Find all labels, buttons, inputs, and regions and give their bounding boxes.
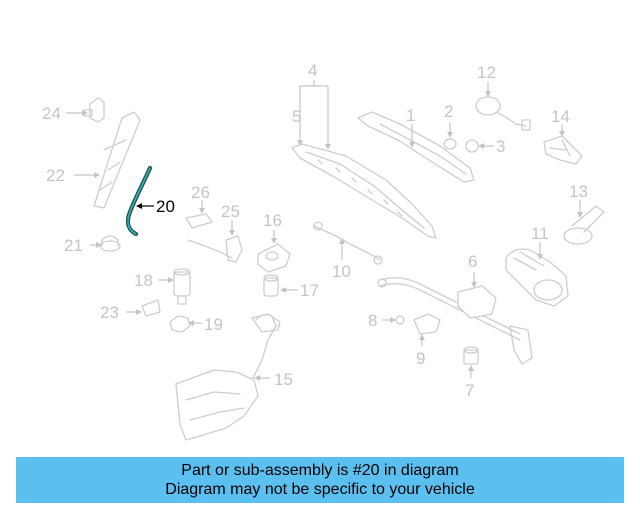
part-16 xyxy=(257,230,291,273)
part-13 xyxy=(563,200,605,245)
callout-7: 7 xyxy=(465,381,474,400)
callout-17: 17 xyxy=(300,281,319,300)
callout-14: 14 xyxy=(551,107,570,126)
callout-26: 26 xyxy=(191,183,210,202)
part-1-arm xyxy=(357,111,475,183)
callout-4: 4 xyxy=(308,61,317,80)
banner-line-2: Diagram may not be specific to your vehi… xyxy=(165,481,475,498)
part-12 xyxy=(475,82,531,131)
callout-11: 11 xyxy=(531,224,549,243)
callout-8: 8 xyxy=(368,311,377,330)
part-9 xyxy=(413,313,441,346)
callout-23: 23 xyxy=(100,303,119,322)
part-2 xyxy=(443,122,457,150)
callout-3: 3 xyxy=(496,137,505,156)
callout-15: 15 xyxy=(274,370,293,389)
part-24 xyxy=(66,97,105,123)
callout-16: 16 xyxy=(263,211,282,230)
callout-1: 1 xyxy=(406,106,415,125)
callout-13: 13 xyxy=(569,182,588,201)
callout-12: 12 xyxy=(477,63,496,82)
part-21 xyxy=(90,235,121,252)
part-6 xyxy=(377,272,533,365)
part-20-hose xyxy=(125,165,154,237)
callout-18: 18 xyxy=(134,271,153,290)
banner-line-1: Part or sub-assembly is #20 in diagram xyxy=(181,462,459,479)
part-22 xyxy=(74,111,141,209)
part-15 xyxy=(175,313,281,441)
part-4-5-blade xyxy=(291,80,437,239)
part-18 xyxy=(158,268,191,305)
callout-10: 10 xyxy=(332,262,351,281)
callout-2: 2 xyxy=(444,102,453,121)
callout-6: 6 xyxy=(468,252,477,271)
part-25 xyxy=(187,220,243,263)
part-11 xyxy=(505,242,569,307)
part-7 xyxy=(463,346,479,378)
callout-9: 9 xyxy=(416,349,425,368)
info-banner: Part or sub-assembly is #20 in diagram D… xyxy=(16,457,624,503)
callout-5: 5 xyxy=(292,107,301,126)
part-23 xyxy=(126,299,161,317)
part-19 xyxy=(169,315,202,333)
callout-25: 25 xyxy=(221,202,240,221)
part-14 xyxy=(543,124,583,165)
callout-22: 22 xyxy=(46,166,65,185)
part-3 xyxy=(465,139,494,153)
part-8 xyxy=(382,315,405,325)
part-17 xyxy=(263,274,298,297)
part-10 xyxy=(313,221,383,265)
callout-20: 20 xyxy=(156,197,175,216)
callout-21: 21 xyxy=(64,236,83,255)
callout-24: 24 xyxy=(42,104,61,123)
callout-19: 19 xyxy=(204,315,223,334)
part-26 xyxy=(185,200,213,229)
